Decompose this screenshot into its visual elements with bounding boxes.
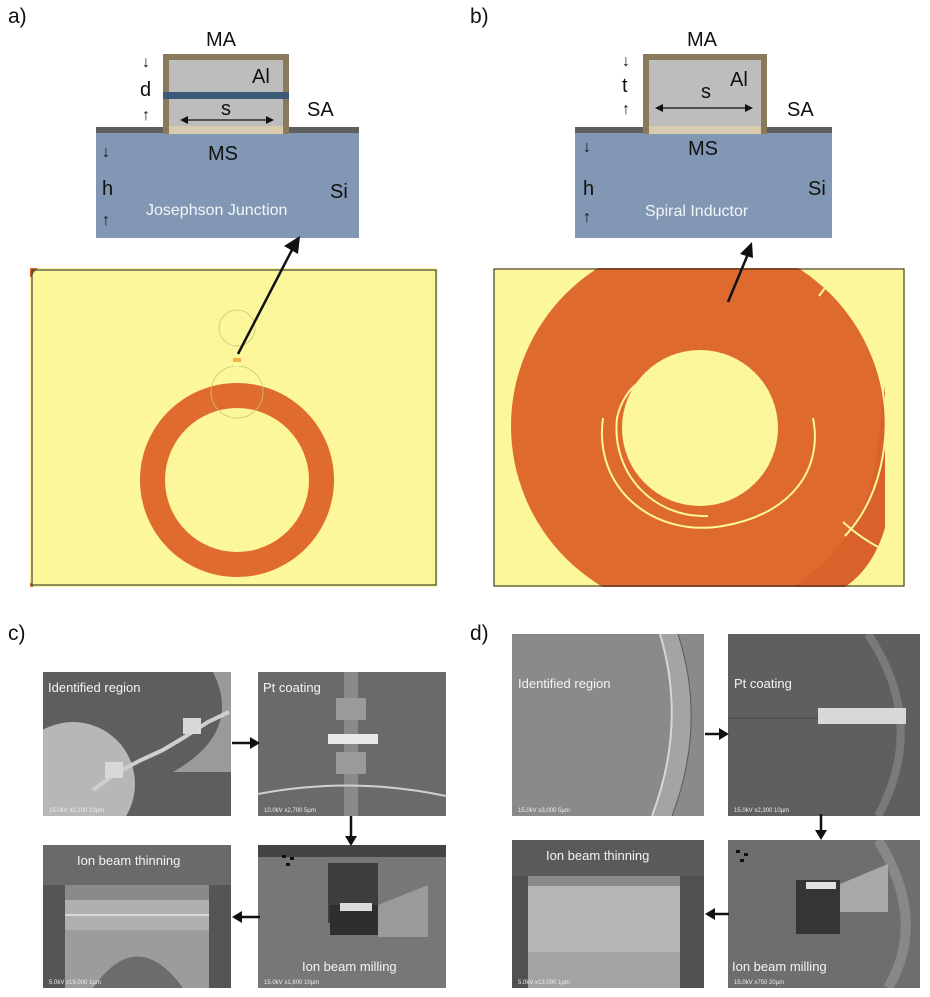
step-label: Ion beam milling <box>732 959 827 974</box>
label-width: s <box>701 81 711 103</box>
label-al: Al <box>252 66 270 88</box>
label-width: s <box>221 98 231 120</box>
sem-ion-beam-milling-jj: Ion beam milling 15.0kV x1,600 10µm <box>258 845 446 988</box>
label-al: Al <box>730 69 748 91</box>
arrow-up-icon: ↑ <box>622 101 630 118</box>
arrow-down-icon: ↓ <box>583 139 591 156</box>
scale-bar-text: 5.0kV x13,000 1µm <box>518 980 570 986</box>
label-ms: MS <box>208 143 238 165</box>
label-substrate-height: h <box>583 178 595 200</box>
arrow-down-icon <box>345 816 357 846</box>
panel-label-c: c) <box>8 622 26 645</box>
metal-substrate-interface <box>169 126 283 134</box>
label-sa: SA <box>307 99 334 121</box>
label-thickness: d <box>140 79 152 101</box>
scale-bar-text: 15.0kV x2,300 10µm <box>734 808 790 814</box>
sem-image <box>43 845 231 988</box>
label-ms: MS <box>688 138 718 160</box>
step-label: Ion beam milling <box>302 959 397 974</box>
panel-label-d: d) <box>470 622 489 645</box>
arrow-up-icon: ↑ <box>142 107 150 124</box>
sem-image <box>43 672 231 816</box>
label-si: Si <box>808 178 826 200</box>
step-label: Ion beam thinning <box>77 853 181 868</box>
width-arrow-icon <box>180 116 274 124</box>
sem-identified-region-inductor: Identified region 15.0kV x3,000 5µm <box>512 634 704 816</box>
pointer-arrow-icon <box>236 236 300 355</box>
sem-image <box>512 634 704 816</box>
aluminum-layer <box>649 60 761 130</box>
arrow-left-icon <box>232 911 260 923</box>
sem-image <box>728 634 920 816</box>
arrow-down-icon: ↓ <box>142 54 150 71</box>
schematic-josephson-junction: MA Al SA MS Si Josephson Junction ↓ d ↑ … <box>0 0 465 260</box>
sem-ion-beam-milling-inductor: Ion beam milling 15.0kV x750 20µm <box>728 840 920 988</box>
scale-bar-text: 15.0kV x3,000 5µm <box>518 808 570 814</box>
arrow-down-icon: ↓ <box>102 144 110 161</box>
scale-bar-text: 15.0kV x2,200 10µm <box>49 808 105 814</box>
arrow-up-icon: ↑ <box>102 212 110 229</box>
sem-ion-beam-thinning-inductor: Ion beam thinning 5.0kV x13,000 1µm <box>512 840 704 988</box>
sem-image <box>512 840 704 988</box>
step-label: Identified region <box>518 676 611 691</box>
silicon-substrate <box>96 133 359 238</box>
step-label: Ion beam thinning <box>546 848 650 863</box>
scale-bar-text: 15.0kV x1,600 10µm <box>264 980 320 986</box>
tunnel-barrier <box>163 92 289 99</box>
label-thickness: t <box>622 75 628 97</box>
arrow-up-icon: ↑ <box>583 209 591 226</box>
arrow-down-icon <box>815 814 827 840</box>
device-label: Josephson Junction <box>146 202 288 219</box>
sem-pt-coating-jj: Pt coating 10.0kV x2,700 5µm <box>258 672 446 816</box>
scale-bar-text: 5.0kV x19,000 1µm <box>49 980 101 986</box>
sem-identified-region-jj: Identified region 15.0kV x2,200 10µm <box>43 672 231 816</box>
device-label: Spiral Inductor <box>645 203 749 220</box>
panel-label-b: b) <box>470 5 489 28</box>
label-substrate-height: h <box>102 178 114 200</box>
arrow-right-icon <box>705 728 729 740</box>
label-sa: SA <box>787 99 814 121</box>
arrow-down-icon: ↓ <box>622 53 630 70</box>
scale-bar-text: 10.0kV x2,700 5µm <box>264 808 316 814</box>
schematic-spiral-inductor: MA Al SA MS Si Spiral Inductor ↓ t ↑ ↓ h… <box>465 0 930 260</box>
label-ma: MA <box>687 29 717 51</box>
sem-ion-beam-thinning-jj: Ion beam thinning 5.0kV x19,000 1µm <box>43 845 231 988</box>
optical-image-josephson-junction <box>30 268 438 587</box>
arrow-left-icon <box>705 908 729 920</box>
sem-pt-coating-inductor: Pt coating 15.0kV x2,300 10µm <box>728 634 920 816</box>
sem-image <box>258 672 446 816</box>
step-label: Pt coating <box>263 680 321 695</box>
metal-substrate-interface <box>649 126 761 134</box>
optical-image-spiral-inductor <box>493 268 905 587</box>
silicon-substrate <box>575 133 832 238</box>
step-label: Pt coating <box>734 676 792 691</box>
scale-bar-text: 15.0kV x750 20µm <box>734 980 785 986</box>
width-arrow-icon <box>655 104 753 112</box>
label-ma: MA <box>206 29 236 51</box>
sem-image <box>728 840 920 988</box>
label-si: Si <box>330 181 348 203</box>
pointer-arrow-icon <box>726 242 753 303</box>
panel-label-a: a) <box>8 5 27 28</box>
sem-image <box>258 845 446 988</box>
arrow-right-icon <box>232 737 260 749</box>
step-label: Identified region <box>48 680 141 695</box>
